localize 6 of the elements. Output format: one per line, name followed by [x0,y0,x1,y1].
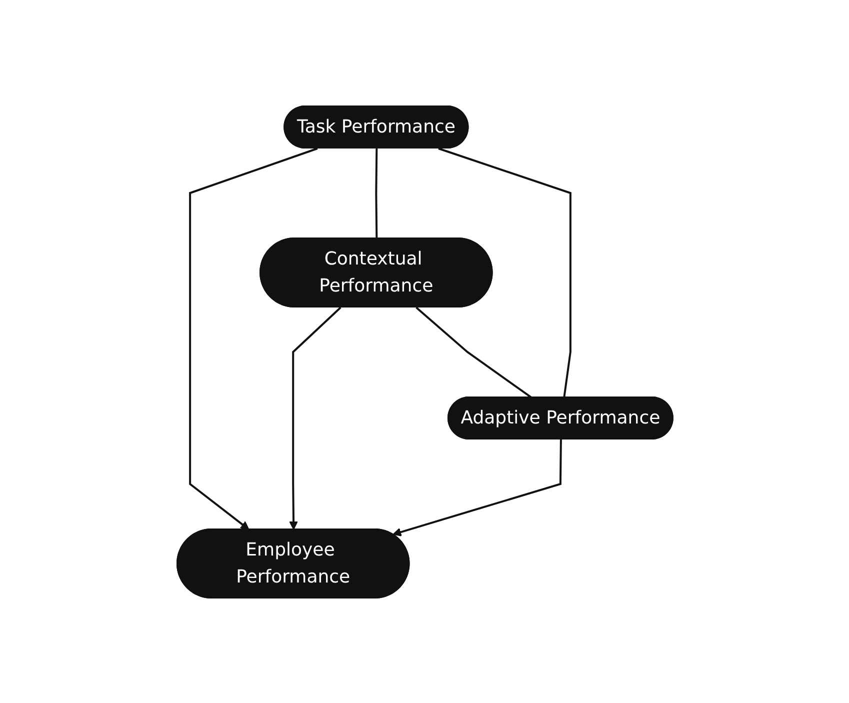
connector [438,147,571,398]
arrow [392,438,562,536]
arrow [188,147,318,530]
connector [415,306,532,398]
connector [374,148,378,238]
arrow [288,306,341,530]
